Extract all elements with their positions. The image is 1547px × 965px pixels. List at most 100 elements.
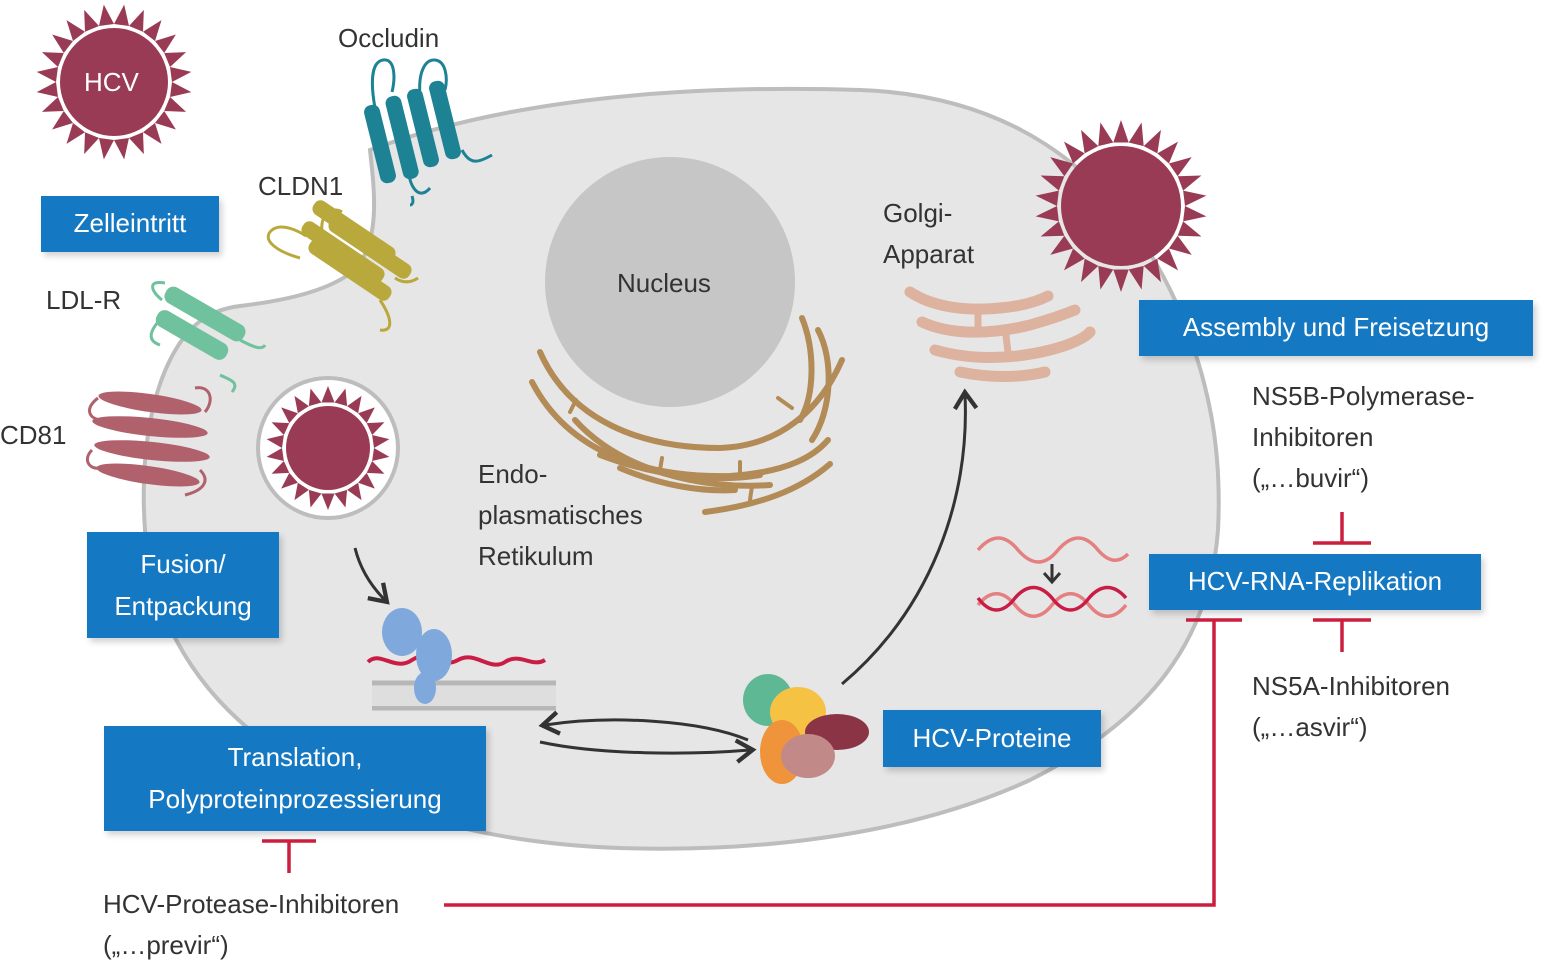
virus-capsid <box>1061 146 1181 266</box>
virus-spike <box>114 4 130 26</box>
step-hcv-proteine: HCV-Proteine <box>883 710 1101 767</box>
process-arrows <box>353 388 979 764</box>
virus-spike <box>52 34 73 53</box>
virus-spike <box>98 138 114 160</box>
virus-spike <box>1035 206 1059 222</box>
virus-spike <box>129 9 144 32</box>
virus-spike <box>358 407 375 424</box>
ldlr-receptor <box>149 280 267 393</box>
virus-spike <box>366 460 385 474</box>
virus-label: HCV <box>84 67 139 97</box>
virus-spike <box>1183 190 1207 206</box>
virus-spike <box>358 472 375 489</box>
virus-spike <box>129 132 144 155</box>
virus-spike <box>98 4 114 26</box>
virus-spike <box>155 111 176 130</box>
virus-spike <box>347 395 362 414</box>
virus-spike <box>41 52 64 67</box>
er-label-line3: Retikulum <box>478 541 594 571</box>
virus-spike <box>281 472 298 489</box>
virus-spike <box>1050 235 1074 255</box>
virus-spike <box>1040 175 1065 191</box>
ns5b-inhibitor-line2: Inhibitoren <box>1252 422 1374 452</box>
virus-spike <box>266 448 284 461</box>
ns5b-inhibitor-line1: NS5B-Polymerase- <box>1252 381 1475 411</box>
virus-spike <box>334 489 348 508</box>
golgi-apparatus <box>904 286 1096 382</box>
virus-spike <box>66 123 85 144</box>
virus-spike <box>1035 190 1059 206</box>
golgi-label-line2: Apparat <box>883 239 975 269</box>
cldn1-receptor <box>266 200 419 332</box>
hcv-rna-replication <box>976 536 1130 618</box>
virus-spike <box>1040 221 1065 237</box>
virus-spike <box>1063 248 1085 271</box>
virus-spike <box>1157 141 1179 164</box>
virus-spike <box>41 97 64 112</box>
er-label-line2: plasmatisches <box>478 500 643 530</box>
virus-spike <box>1157 248 1179 271</box>
step-fusion-line1: Fusion/ <box>140 549 226 579</box>
virus-spike <box>1143 258 1161 283</box>
virus-spike <box>1081 258 1099 283</box>
virus-capsid <box>60 28 168 136</box>
ns5a-inhibitor-line2: („…asvir“) <box>1252 712 1368 742</box>
step-translation-line1: Translation, <box>227 742 363 772</box>
step-fusion-entpackung: Fusion/ Entpackung <box>87 532 279 638</box>
cd81-label: CD81 <box>0 420 67 450</box>
virus-spike <box>334 388 348 407</box>
virus-capsid <box>286 406 370 490</box>
virus-spike <box>294 482 309 501</box>
virus-spike <box>1168 157 1192 177</box>
virus-spike <box>52 111 73 130</box>
virus-spike <box>1063 141 1085 164</box>
virus-spike <box>36 82 58 98</box>
step-translation: Translation, Polyproteinprozessierung <box>104 726 486 831</box>
ldlr-label: LDL-R <box>46 285 122 315</box>
virus-spike <box>347 482 362 501</box>
virus-spike <box>170 82 192 98</box>
hcv-virus-released <box>1035 120 1207 292</box>
virus-spike <box>321 386 335 403</box>
virus-spike <box>1081 129 1099 154</box>
virus-spike <box>1050 157 1074 177</box>
virus-spike <box>170 66 192 82</box>
protease-inhibitor-line2: („…previr“) <box>103 930 229 960</box>
virus-spike <box>1168 235 1192 255</box>
virus-spike <box>271 460 290 474</box>
step-fusion-line2: Entpackung <box>114 590 252 621</box>
virus-spike <box>372 435 390 448</box>
hcv-protein-cluster <box>743 674 869 784</box>
virus-spike <box>164 97 187 112</box>
ribosome-translation <box>366 608 556 711</box>
virus-spike <box>1113 269 1129 292</box>
virus-spike <box>294 395 309 414</box>
hcv-virus-in-endosome <box>256 376 400 520</box>
step-zelleintritt: Zelleintritt <box>41 196 219 252</box>
virus-spike <box>1128 122 1144 147</box>
virus-spike <box>1177 175 1202 191</box>
virus-spike <box>84 132 99 155</box>
virus-spike <box>1183 206 1207 222</box>
virus-spike <box>1128 265 1144 290</box>
virus-spike <box>155 34 176 53</box>
virus-spike <box>1098 265 1114 290</box>
virus-spike <box>366 422 385 436</box>
step-rna-replikation: HCV-RNA-Replikation <box>1149 554 1481 610</box>
ns5a-inhibitor-line1: NS5A-Inhibitoren <box>1252 671 1450 701</box>
er-label-line1: Endo- <box>478 459 548 489</box>
occludin-label: Occludin <box>338 23 440 53</box>
protease-inhibitor-line1: HCV-Protease-Inhibitoren <box>103 889 400 919</box>
ns5b-inhibitor-line3: („…buvir“) <box>1252 463 1369 493</box>
inhibition-markers <box>262 512 1371 907</box>
step-assembly-freisetzung: Assembly und Freisetzung <box>1139 300 1533 356</box>
virus-spike <box>308 489 322 508</box>
nucleus-label: Nucleus <box>617 268 711 298</box>
hcv-virus-particle <box>36 4 192 160</box>
virus-spike <box>36 66 58 82</box>
virus-spike <box>372 448 390 461</box>
virus-spike <box>1113 120 1129 143</box>
occludin-receptor <box>364 58 493 207</box>
virus-spike <box>143 20 162 41</box>
virus-spike <box>266 435 284 448</box>
